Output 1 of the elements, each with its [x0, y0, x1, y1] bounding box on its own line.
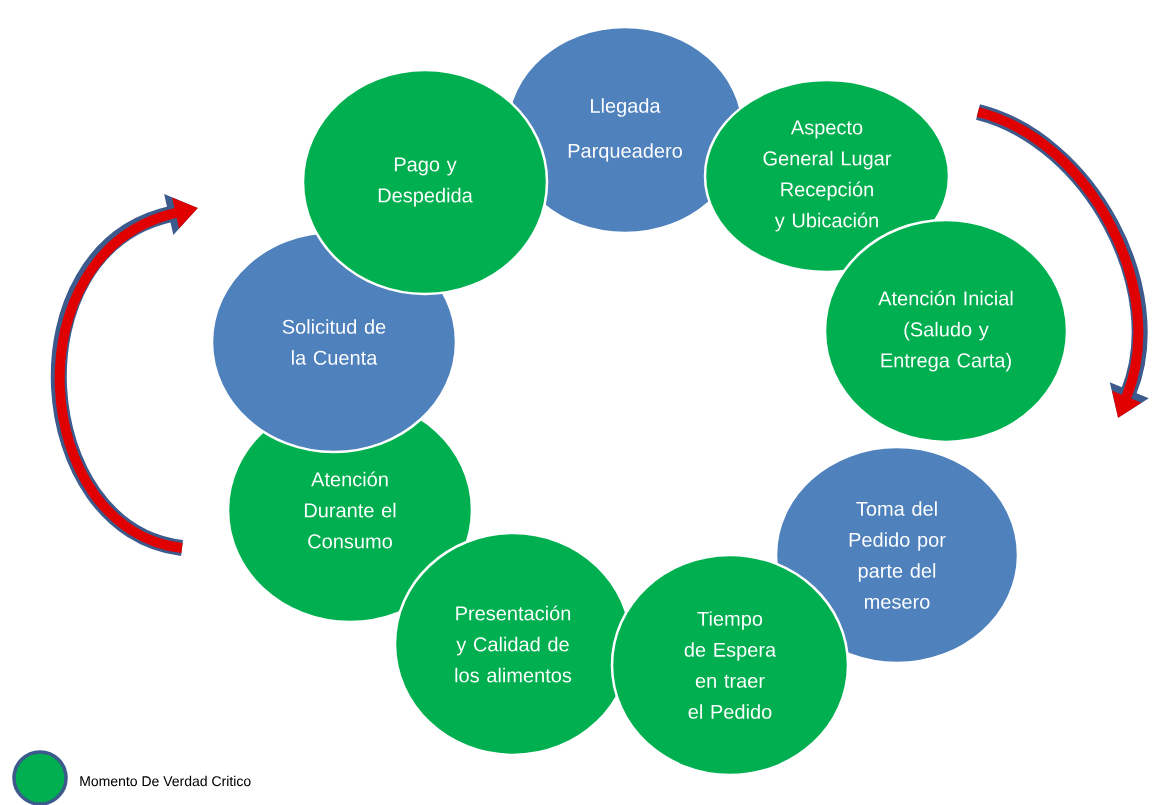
legend-text: Momento De Verdad Critico [80, 775, 251, 787]
